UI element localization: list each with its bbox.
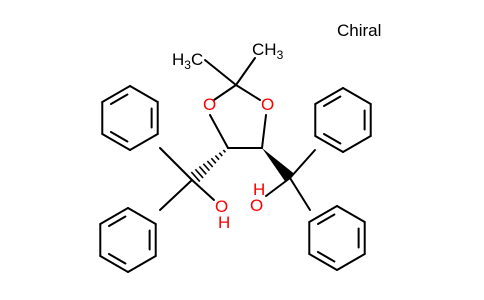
ring-oxygen-right: O [261,95,274,114]
phenyl-upper-right-bond [342,135,372,153]
bond-carbinol-right-to-lower-phenyl [289,177,311,211]
stereo-wedges [190,148,295,183]
hydroxyl-right-oxygen: O [250,196,263,215]
ring-bond-c2-o3 [235,84,261,101]
ring-oxygen-left: O [203,95,216,114]
hashed-wedge-stroke [190,171,201,183]
hashed-wedge-stroke [222,149,227,153]
bond-carbinol-right-to-upper-phenyl [289,149,316,179]
hydroxyl-right-hydrogen: H [253,180,265,199]
phenyl-lower-left-double-bond [107,215,127,228]
phenyl-upper-left-bond [101,133,131,151]
methyl-left-bond [204,59,237,86]
hydroxyl-left-oxygen: O [215,197,228,216]
phenyl-lower-right-double-bond [316,213,336,226]
ring-bond-o3-c5 [261,114,267,149]
phenyl-lower-left-double-bond [107,252,127,265]
phenyl-upper-right-bond [342,87,372,105]
phenyl-lower-right-bond [336,205,366,223]
phenyl-lower-left-bond [99,255,129,273]
ring-bond-o1-c4 [209,114,229,149]
phenyl-upper-right-double-bond [322,95,342,108]
phenyl-upper-left-double-bond [109,130,129,143]
chiral-label: Chiral [337,21,381,40]
phenyl-lower-right-bond [336,253,366,271]
hashed-wedge-stroke [202,163,211,172]
phenyl-lower-right-double-bond [316,250,336,263]
solid-wedge [262,148,295,183]
methyl-right-label: CH3 [252,40,284,62]
phenyl-lower-right-bond [308,253,338,271]
bond-lines [99,57,372,273]
phenyl-lower-right-bond [308,205,338,223]
phenyl-upper-left-bond [129,133,159,151]
hashed-wedge-stroke [214,154,220,161]
phenyl-upper-right-double-bond [322,132,342,145]
hashed-wedge-stroke [194,168,204,179]
phenyl-upper-left-bond [129,85,159,103]
phenyl-lower-left-bond [127,255,157,273]
phenyl-lower-left-bond [99,207,129,225]
bond-carbinol-left-to-lower-phenyl [159,179,193,211]
ring-bond-c2-o1 [213,84,237,101]
methyl-right-bond [235,57,256,86]
phenyl-upper-right-bond [314,135,344,153]
hashed-wedge-stroke [218,152,223,157]
atom-labels: Chiral O O H3C CH3 O H O H [172,21,381,232]
methyl-left-label: H3C [172,50,203,72]
phenyl-upper-left-bond [101,85,131,103]
bond-carbinol-left-to-oh [191,179,215,201]
bond-carbinol-left-to-upper-phenyl [159,147,193,181]
hydroxyl-left-hydrogen: H [218,213,230,232]
hashed-wedge-stroke [198,165,207,175]
hashed-wedge-stroke [210,157,217,164]
phenyl-upper-right-bond [314,87,344,105]
phenyl-upper-left-double-bond [109,93,129,106]
phenyl-lower-left-bond [127,207,157,225]
hashed-wedge-stroke [206,160,214,168]
